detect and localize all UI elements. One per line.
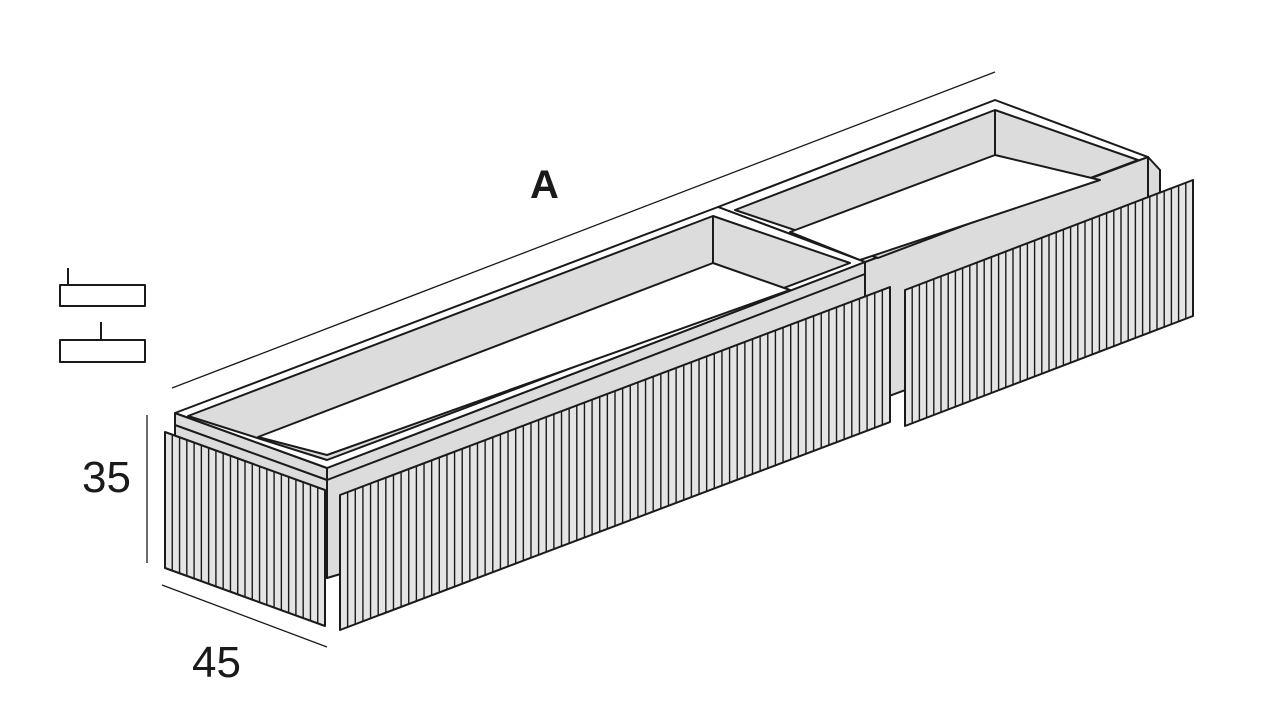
left-side-fluted-panel [164, 431, 326, 627]
width-label: A [530, 163, 559, 207]
width-dimension-line [171, 71, 996, 389]
depth-label: 45 [192, 638, 241, 687]
right-fluted-door [904, 179, 1194, 427]
wall-mount-low-icon [59, 322, 146, 363]
depth-dimension-line [161, 584, 328, 648]
front-fluted-door [339, 286, 891, 631]
wall-mount-high-icon [59, 268, 146, 307]
height-label: 35 [82, 453, 131, 502]
